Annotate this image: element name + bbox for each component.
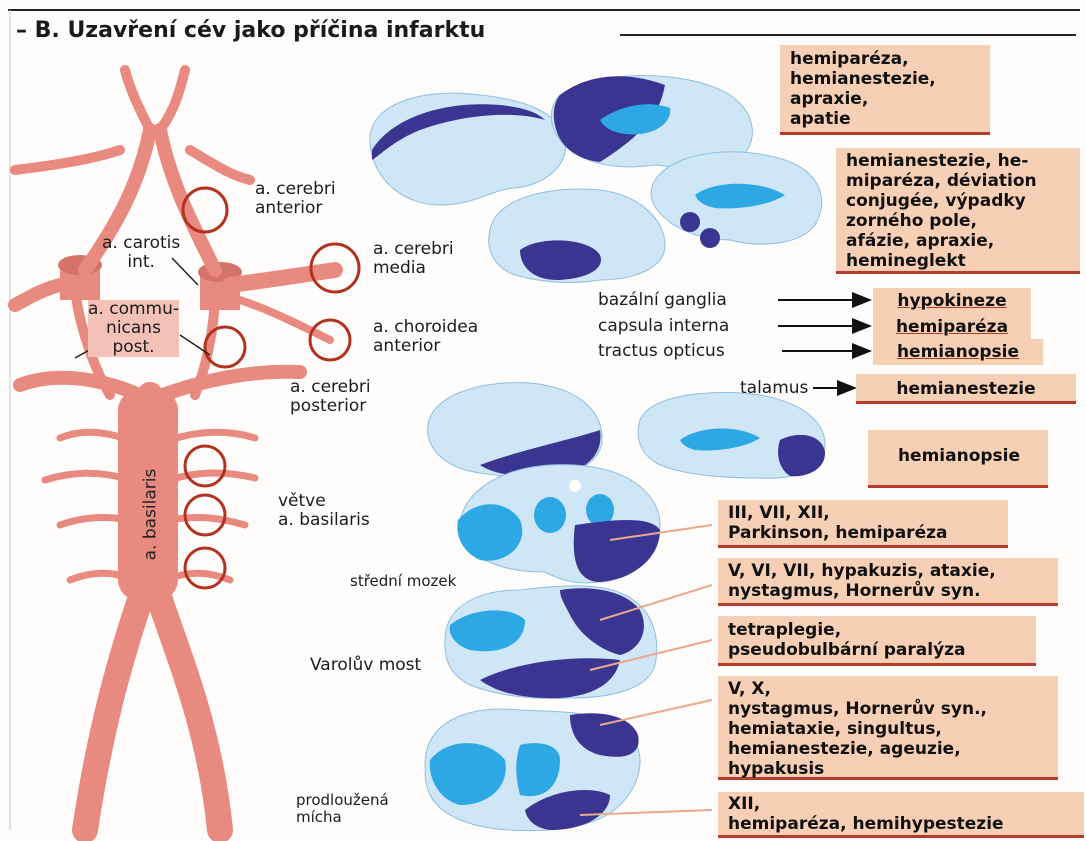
label-basilaris: a. basilaris — [141, 469, 160, 561]
occlusion-basilaris-branch-3 — [185, 548, 225, 588]
box-anterior-symptoms: hemiparéza,hemianestezie,apraxie,apatie — [780, 45, 990, 135]
brain-posterior-medial — [638, 392, 825, 478]
section-midbrain — [457, 465, 660, 583]
page-title: – B. Uzavření cév jako příčina infarktu — [14, 18, 491, 43]
label-tractus-opticus: tractus opticus — [598, 342, 725, 361]
brain-posterior-lateral — [428, 383, 602, 477]
label-bazalni-ganglia: bazální ganglia — [598, 291, 727, 310]
box-posterior-symptoms: hemianopsie — [868, 430, 1048, 488]
section-pons — [445, 586, 657, 699]
box-pons-upper-symptoms: V, VI, VII, hypakuzis, ataxie,nystagmus,… — [718, 558, 1058, 606]
box-medulla-upper-symptoms: V, X,nystagmus, Hornerův syn.,hemiataxie… — [718, 676, 1058, 780]
box-hemianopsie-tractus: hemianopsie — [873, 339, 1043, 365]
box-medulla-lower-symptoms: XII,hemiparéza, hemihypestezie — [718, 792, 1084, 838]
occlusion-basilaris-branch-1 — [185, 446, 225, 486]
box-hypokineze: hypokineze — [873, 288, 1031, 314]
brain-media-lateral — [489, 189, 665, 282]
label-capsula-interna: capsula interna — [598, 317, 729, 336]
label-talamus: talamus — [740, 379, 808, 398]
section-medulla — [425, 709, 640, 830]
box-hemipareza: hemiparéza — [873, 314, 1031, 340]
box-hemianestezie-talamus: hemianestezie — [856, 374, 1076, 404]
label-varoluv-most: Varolův most — [310, 656, 421, 675]
box-pons-lower-symptoms: tetraplegie,pseudobulbární paralýza — [718, 616, 1036, 666]
box-midbrain-symptoms: III, VII, XII,Parkinson, hemiparéza — [718, 500, 1008, 548]
label-stredni-mozek: střední mozek — [350, 572, 456, 591]
brain-anterior-lateral — [370, 93, 566, 205]
brain-media-medial — [651, 152, 822, 248]
